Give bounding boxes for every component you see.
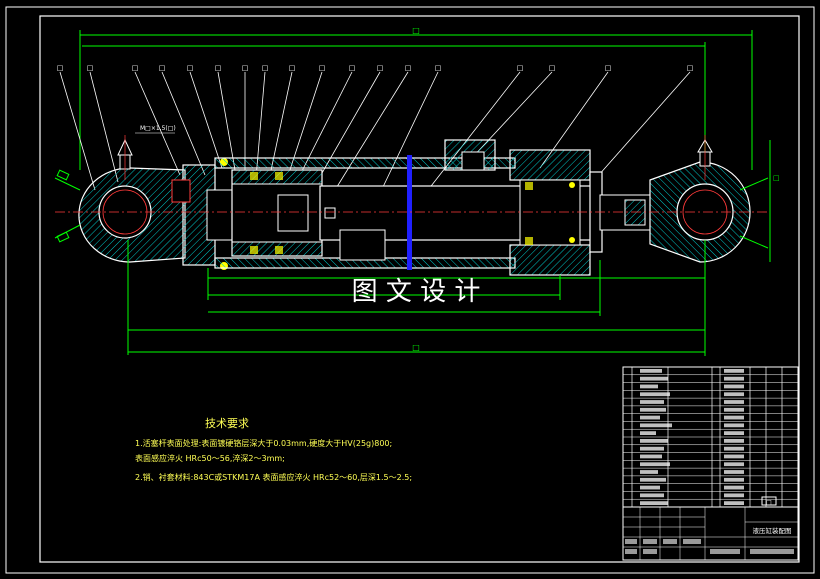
parts-row-text-block xyxy=(724,384,744,389)
parts-row-text-block xyxy=(640,470,658,474)
upper-dimension-2 xyxy=(82,42,706,160)
lower-dimensions xyxy=(127,240,706,356)
parts-row-text-block xyxy=(724,376,744,381)
parts-row-text-block xyxy=(640,454,662,459)
parts-row-text-block xyxy=(724,485,744,490)
callout-8: □ xyxy=(262,64,269,72)
piston xyxy=(231,169,323,257)
rod-end-thread xyxy=(599,194,651,231)
outer-frame xyxy=(5,6,815,574)
callout-16: □ xyxy=(549,64,556,72)
lower-dim-label: □ xyxy=(412,343,420,352)
parts-row-text-block xyxy=(724,454,744,459)
tech-req-line2: 表面感应淬火 HRc50～56,淬深2～3mm; xyxy=(135,453,285,463)
left-rod-eye xyxy=(78,135,186,263)
callout-labels: □ □ □ □ □ □ □ □ □ □ □ □ □ □ □ □ □ □ xyxy=(57,64,694,72)
thread-dimension-label: M□×1.5(□) xyxy=(140,125,176,132)
callout-11: □ xyxy=(349,64,356,72)
callout-14: □ xyxy=(435,64,442,72)
callout-2: □ xyxy=(87,64,94,72)
parts-row-text-block xyxy=(640,415,660,420)
parts-row-text-block xyxy=(640,431,656,435)
parts-row-text-block xyxy=(724,493,744,498)
parts-row-text-block xyxy=(724,431,744,435)
callout-12: □ xyxy=(377,64,384,72)
watermark: 图 文 设 计 xyxy=(352,277,481,307)
parts-row-text-block xyxy=(640,376,668,381)
parts-row-text-block xyxy=(640,423,672,428)
parts-row-text-block xyxy=(640,400,664,404)
parts-row-text-block xyxy=(724,446,744,451)
parts-row-text-block xyxy=(640,446,664,451)
right-eye-dim-arrows xyxy=(739,140,771,262)
parts-row-text-block xyxy=(724,392,744,397)
callout-13: □ xyxy=(405,64,412,72)
callout-1: □ xyxy=(57,64,64,72)
inner-frame xyxy=(39,15,800,563)
parts-row-text-block xyxy=(724,501,744,505)
title-block-drawing-name: 液压缸装配图 xyxy=(753,526,792,535)
parts-row-text-block xyxy=(640,369,662,373)
front-gland xyxy=(444,139,603,276)
callout-3: □ xyxy=(132,64,139,72)
parts-row-text-block xyxy=(724,415,744,420)
parts-row-text-block xyxy=(640,501,668,505)
callout-9: □ xyxy=(289,64,296,72)
parts-row-text-block xyxy=(640,477,666,482)
title-block: 液压缸装配图 □ xyxy=(622,496,799,561)
tech-req-line3: 2.销、衬套材料:843C或STKM17A 表面感应淬火 HRc52～60,层深… xyxy=(135,472,412,482)
parts-row-text-block xyxy=(724,400,744,404)
callout-18: □ xyxy=(687,64,694,72)
parts-row-text-block xyxy=(640,493,664,498)
tech-req-line1: 1.活塞杆表面处理:表面镀硬铬层深大于0.03mm,硬度大于HV(25g)800… xyxy=(135,438,392,448)
parts-row-text-block xyxy=(640,439,668,443)
parts-row-text-block xyxy=(640,462,670,467)
parts-row-text-block xyxy=(640,407,666,412)
callout-5: □ xyxy=(187,64,194,72)
callout-15: □ xyxy=(517,64,524,72)
right-eye-dim-label: □ xyxy=(773,174,780,182)
parts-row-text-block xyxy=(724,477,744,482)
parts-row-text-block xyxy=(724,462,744,467)
left-eye-dim-arrows xyxy=(54,169,81,243)
callout-17: □ xyxy=(605,64,612,72)
parts-row-text-block xyxy=(640,384,658,389)
overall-length-label: □ xyxy=(412,26,420,35)
parts-row-text-block xyxy=(640,392,670,397)
callout-7: □ xyxy=(242,64,249,72)
parts-row-text-block xyxy=(640,485,660,490)
parts-row-text-block xyxy=(724,439,744,443)
callout-4: □ xyxy=(159,64,166,72)
tech-req-title: 技术要求 xyxy=(205,417,249,430)
right-rod-eye xyxy=(649,135,751,263)
title-block-sheet-mark: □ xyxy=(766,499,772,506)
callout-10: □ xyxy=(319,64,326,72)
parts-row-text-block xyxy=(724,423,744,428)
overall-length-dimension xyxy=(79,30,753,170)
parts-row-text-block xyxy=(724,369,744,373)
parts-list-table xyxy=(622,366,799,508)
parts-row-text-block xyxy=(724,407,744,412)
parts-row-text-block xyxy=(724,470,744,474)
callout-6: □ xyxy=(215,64,222,72)
